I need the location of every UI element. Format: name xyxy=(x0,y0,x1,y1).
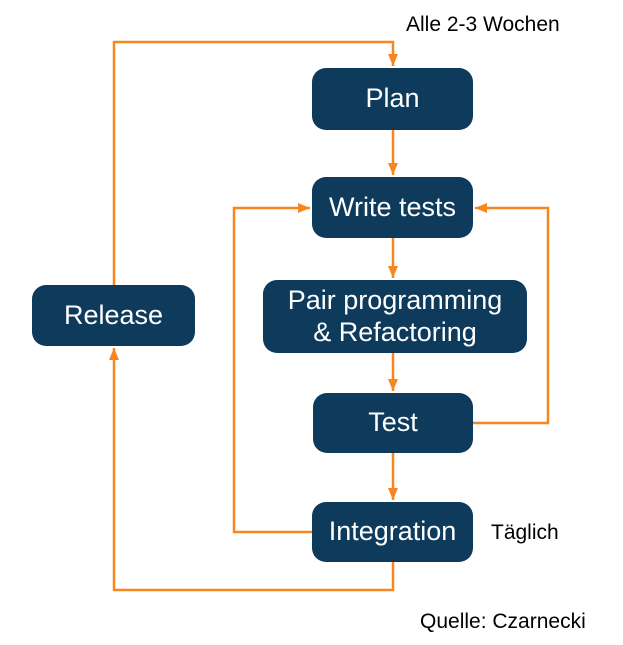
arrow-release-to-plan xyxy=(112,40,398,285)
write-tests-box: Write tests xyxy=(312,177,473,238)
release-box-label: Release xyxy=(63,299,164,330)
arrow-integration-to-write-tests xyxy=(232,203,312,534)
pair-programming-box-label-line1: Pair programming xyxy=(287,284,503,315)
cycle-duration-note: Alle 2-3 Wochen xyxy=(406,13,560,36)
integration-box-label: Integration xyxy=(328,516,457,547)
source-credit: Quelle: Czarnecki xyxy=(420,610,586,633)
daily-note: Täglich xyxy=(491,521,559,544)
write-tests-box-label: Write tests xyxy=(328,191,457,222)
arrow-test-to-write-tests xyxy=(473,203,550,425)
test-box-label: Test xyxy=(368,407,418,438)
pair-programming-box-label-line2: & Refactoring xyxy=(313,316,477,347)
release-box: Release xyxy=(32,285,195,346)
pair-programming-box: Pair programming & Refactoring xyxy=(263,280,527,353)
plan-box: Plan xyxy=(312,68,473,130)
plan-box-label: Plan xyxy=(365,83,420,114)
test-box: Test xyxy=(313,393,473,453)
integration-box: Integration xyxy=(312,502,473,562)
arrow-integration-to-release xyxy=(109,348,395,592)
